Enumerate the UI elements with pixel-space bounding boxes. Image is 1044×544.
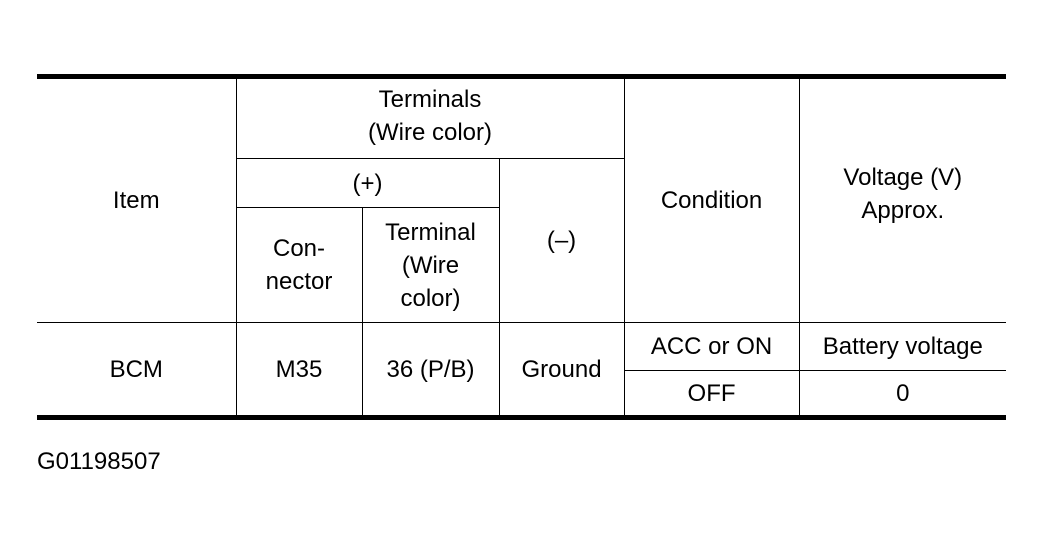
header-voltage: Voltage (V) Approx.	[798, 74, 1007, 323]
cell-minus-value: Ground	[521, 355, 602, 383]
header-connector-line1: Con-	[272, 235, 326, 262]
header-condition-label: Condition	[660, 187, 763, 214]
table-row: BCM M35 36 (P/B) Ground ACC or ON Batter…	[37, 322, 1007, 420]
header-minus: (–)	[498, 158, 625, 323]
header-terminal-line3: color)	[400, 284, 461, 312]
header-voltage-line2: Approx.	[861, 197, 945, 224]
cell-condition-2: OFF	[623, 370, 800, 420]
cell-item-value: BCM	[109, 355, 163, 383]
cell-condition-2-value: OFF	[687, 379, 736, 407]
header-terminal-line1: Terminal	[385, 218, 476, 246]
header-terminals-line2: (Wire color)	[368, 119, 493, 146]
cell-voltage-1: Battery voltage	[798, 322, 1007, 371]
cell-voltage-2: 0	[798, 370, 1007, 420]
header-plus: (+)	[235, 158, 500, 208]
header-terminal: Terminal (Wire color)	[361, 207, 500, 323]
cell-terminal-value: 36 (P/B)	[386, 355, 475, 383]
cell-voltage-2-value: 0	[896, 379, 910, 407]
bcm-voltage-table: Item Terminals (Wire color) Condition Vo…	[37, 74, 1007, 420]
cell-connector-value: M35	[275, 355, 323, 383]
header-row-1: Item Terminals (Wire color) Condition Vo…	[37, 74, 1007, 323]
header-item-label: Item	[112, 187, 160, 214]
figure-id: G01198507	[37, 448, 161, 475]
header-terminals-line1: Terminals	[378, 86, 482, 113]
cell-voltage-1-value: Battery voltage	[822, 333, 983, 360]
cell-connector: M35	[235, 322, 363, 420]
cell-condition-1: ACC or ON	[623, 322, 800, 371]
cell-minus: Ground	[498, 322, 625, 420]
cell-condition-1-value: ACC or ON	[650, 333, 773, 360]
cell-item: BCM	[37, 322, 237, 420]
header-row-3: Con- nector Terminal (Wire color)	[37, 207, 1006, 323]
header-connector-line2: nector	[265, 268, 333, 295]
header-plus-label: (+)	[352, 169, 383, 197]
table-row: OFF 0	[37, 370, 1007, 420]
header-voltage-line1: Voltage (V)	[843, 164, 963, 191]
header-terminals: Terminals (Wire color)	[235, 74, 625, 159]
header-minus-label: (–)	[546, 227, 577, 254]
cell-terminal: 36 (P/B)	[361, 322, 500, 420]
spec-table: Item Terminals (Wire color) Condition Vo…	[37, 74, 1007, 420]
header-terminal-line2: (Wire	[401, 251, 460, 279]
header-row-2: (+) (–)	[37, 158, 1006, 323]
header-item: Item	[37, 74, 237, 323]
header-condition: Condition	[623, 74, 800, 323]
header-connector: Con- nector	[235, 207, 363, 323]
